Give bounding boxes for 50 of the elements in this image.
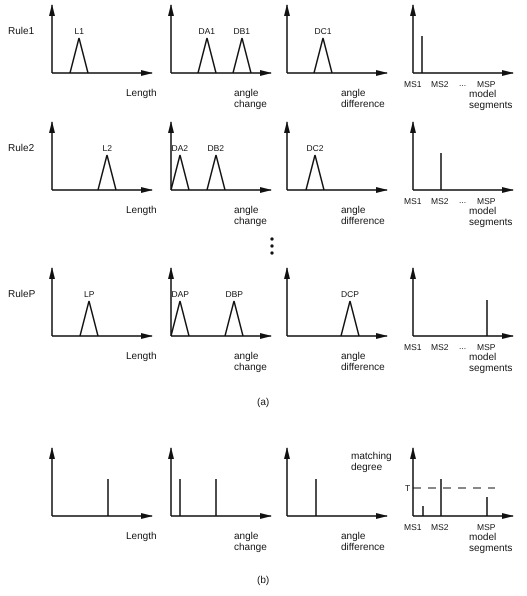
tick-label: MS1 xyxy=(404,79,422,90)
tick-label: MS2 xyxy=(431,342,448,353)
tick-label: MS2 xyxy=(431,522,448,533)
peak-label: DC2 xyxy=(306,143,324,154)
tick-label: MS1 xyxy=(404,342,422,353)
tick-label: MS1 xyxy=(404,196,422,207)
axis-label: angle change xyxy=(234,205,268,227)
axis-label: Length xyxy=(126,351,157,362)
peak-label: LP xyxy=(84,289,94,300)
ellipsis: ... xyxy=(459,341,466,352)
tick-label: MSP xyxy=(477,522,496,532)
subfigure-label: (a) xyxy=(257,397,270,408)
axis-label: angle change xyxy=(234,531,268,553)
axis-label: angle difference xyxy=(341,88,386,110)
tick-label: MSP xyxy=(477,196,496,206)
row-label: Rule1 xyxy=(8,26,34,37)
peak-label: DAP xyxy=(172,289,189,300)
ellipsis: ... xyxy=(459,195,466,206)
row-label: RuleP xyxy=(8,289,36,300)
row-label: Rule2 xyxy=(8,143,34,154)
peak-label: L1 xyxy=(74,26,84,37)
axis-label: Length xyxy=(126,205,157,216)
axis-label: Length xyxy=(126,531,157,542)
threshold-label: T xyxy=(405,483,410,494)
peak-label: DA2 xyxy=(172,143,188,154)
peak-label: DA1 xyxy=(198,26,216,37)
axis-label: angle difference xyxy=(341,351,386,373)
axis-label: model segments xyxy=(469,89,514,111)
tick-label: MSP xyxy=(477,342,496,352)
axis-label: model segments xyxy=(469,352,514,374)
peak-label: DC1 xyxy=(314,26,332,37)
tick-label: MS1 xyxy=(404,522,422,533)
peak-label: DB1 xyxy=(234,26,250,37)
peak-label: DBP xyxy=(226,289,243,300)
axis-label: angle change xyxy=(234,88,268,110)
tick-label: MS2 xyxy=(431,79,448,90)
peak-label: L2 xyxy=(102,143,112,154)
ellipsis: ... xyxy=(459,78,466,89)
tick-label: MSP xyxy=(477,79,496,90)
axis-label: angle difference xyxy=(341,531,386,553)
tick-label: MS2 xyxy=(431,196,448,207)
axis-label: angle change xyxy=(234,351,268,373)
subfigure-label: (b) xyxy=(257,575,270,586)
axis-label: model segments xyxy=(469,532,514,554)
axis-label: model segments xyxy=(469,206,514,228)
peak-label: DCP xyxy=(341,289,359,300)
axis-label: matching degree xyxy=(351,451,393,473)
peak-label: DB2 xyxy=(208,143,224,154)
axis-label: Length xyxy=(126,88,157,99)
axis-label: angle difference xyxy=(341,205,386,227)
